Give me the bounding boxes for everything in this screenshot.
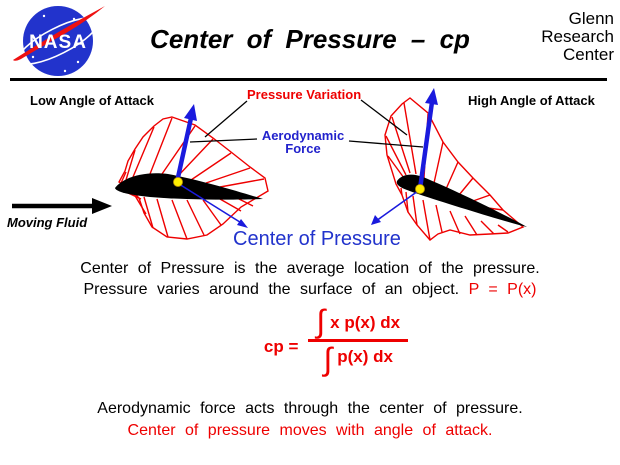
logo-orbit — [17, 17, 99, 65]
header-divider — [10, 78, 607, 81]
integral-icon: ∫ — [323, 341, 333, 377]
moving-fluid-label: Moving Fluid — [7, 215, 88, 230]
left-cp-dot — [173, 177, 183, 187]
pressure-variation-label: Pressure Variation — [247, 87, 362, 102]
left-angle-caption: Low Angle of Attack — [30, 93, 154, 108]
formula-numerator: ∫ x p(x) dx — [308, 303, 409, 342]
page-title: Center of Pressure – cp — [150, 24, 470, 54]
formula-lhs: cp = — [263, 337, 299, 356]
formula-denominator-text: p(x) dx — [337, 347, 393, 366]
aerodynamic-force-line2: Force — [285, 141, 321, 156]
right-aero-force-arrow — [417, 88, 438, 190]
aerodynamic-force-line1: Aerodynamic — [261, 128, 345, 143]
moving-fluid-arrow — [12, 198, 112, 214]
body-line-3: Aerodynamic force acts through the cente… — [97, 400, 523, 417]
org-line-1: Glenn — [568, 9, 614, 28]
airfoil-diagram — [0, 84, 620, 256]
logo-stars — [31, 14, 80, 73]
right-cp-dot — [415, 184, 425, 194]
left-airfoil — [115, 173, 263, 200]
body-line-2-black: Pressure varies around the surface of an… — [83, 281, 460, 298]
center-of-pressure-label: Center of Pressure — [233, 228, 401, 250]
pressure-function-expression: P = P(x) — [468, 281, 537, 298]
left-aero-force-arrow — [174, 104, 197, 183]
integral-icon: ∫ — [316, 303, 326, 339]
cp-pointer-lines — [178, 183, 419, 228]
org-name: Glenn Research Center — [474, 10, 614, 64]
body-line-1: Center of Pressure is the average locati… — [80, 260, 540, 277]
formula-denominator: ∫ p(x) dx — [315, 341, 401, 377]
label-pointer-lines — [189, 99, 424, 148]
formula-numerator-text: x p(x) dx — [330, 313, 401, 332]
nasa-meatball-icon: NASA — [13, 6, 105, 76]
cp-formula: cp = ∫ x p(x) dx ∫ p(x) dx — [0, 303, 620, 377]
body-line-4: Center of pressure moves with angle of a… — [127, 422, 493, 439]
org-line-2: Research — [541, 27, 614, 46]
left-pressure-envelope — [118, 116, 269, 240]
body-line-2: Pressure varies around the surface of an… — [0, 281, 620, 299]
logo-text: NASA — [29, 32, 87, 53]
nasa-logo: NASA — [8, 2, 110, 80]
logo-swoosh — [13, 6, 105, 61]
right-airfoil — [396, 174, 527, 227]
aerodynamic-force-label: Aerodynamic Force — [258, 129, 348, 155]
right-angle-caption: High Angle of Attack — [468, 93, 595, 108]
org-line-3: Center — [562, 45, 614, 64]
formula-fraction: ∫ x p(x) dx ∫ p(x) dx — [308, 303, 409, 377]
